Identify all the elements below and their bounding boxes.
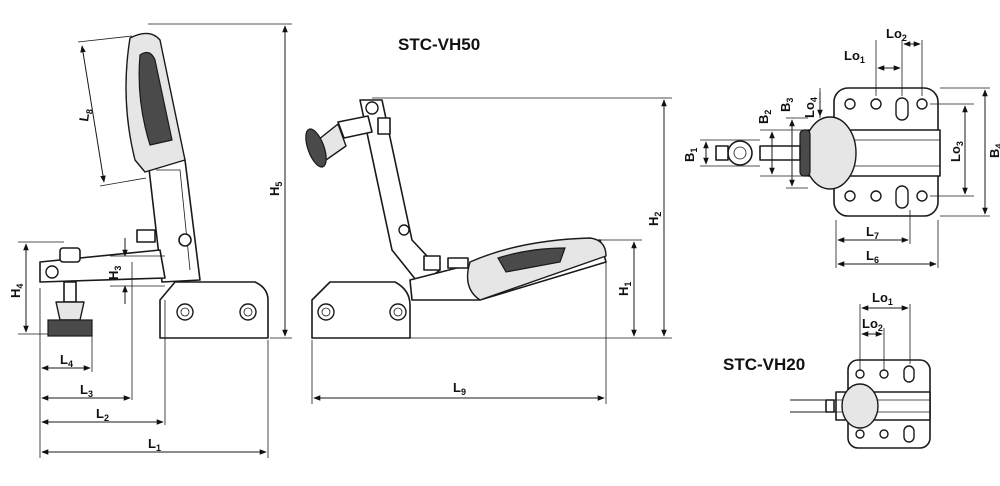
clamp-closed-side-view (39, 32, 269, 339)
label-vh20-lo1: Lo1 (872, 290, 893, 307)
label-lo4: Lo4 (802, 97, 819, 118)
label-lo2: Lo2 (886, 26, 907, 43)
model-title-vh50: STC-VH50 (398, 35, 480, 54)
label-lo1: Lo1 (844, 48, 865, 65)
label-h1: H1 (616, 282, 633, 296)
label-l2: L2 (96, 406, 109, 423)
label-b4: B4 (987, 144, 1000, 158)
label-b3: B3 (778, 98, 795, 112)
label-l7: L7 (866, 224, 879, 241)
label-l3: L3 (80, 382, 93, 399)
label-h2: H2 (646, 212, 663, 226)
label-l8: L8 (76, 107, 95, 122)
label-h4: H4 (8, 284, 25, 298)
dimension-lines-vh50-top (700, 40, 990, 268)
label-l1: L1 (148, 436, 161, 453)
label-vh20-lo2: Lo2 (862, 316, 883, 333)
dimension-lines-left (18, 23, 292, 458)
vh50-top-view (715, 87, 941, 217)
model-title-vh20: STC-VH20 (723, 355, 805, 374)
label-b2: B2 (756, 110, 773, 124)
label-h3: H3 (106, 266, 123, 280)
label-lo3: Lo3 (948, 141, 965, 162)
label-b1: B1 (682, 148, 699, 162)
label-h5: H5 (267, 182, 284, 196)
vh20-top-view (790, 359, 931, 449)
label-l4: L4 (60, 352, 73, 369)
dimension-lines-middle (311, 97, 672, 404)
label-l9: L9 (453, 380, 466, 397)
clamp-open-side-view (305, 99, 607, 339)
label-l6: L6 (866, 248, 879, 265)
dimension-lines-vh20-top (859, 304, 911, 370)
